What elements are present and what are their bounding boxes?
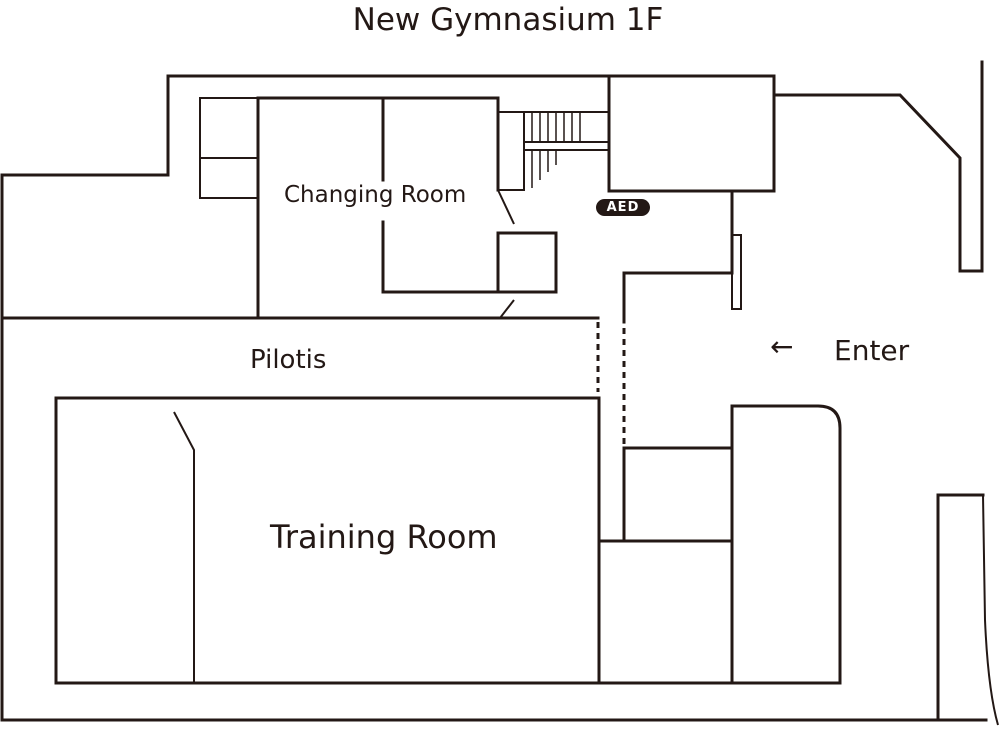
right-edge-wall xyxy=(982,494,999,726)
room-label-training-room: Training Room xyxy=(270,518,498,556)
upper-right-room xyxy=(607,74,776,193)
left-small-rooms xyxy=(199,97,258,199)
changing-room-walls xyxy=(256,96,558,320)
entry-partition xyxy=(622,189,734,324)
right-pillar xyxy=(936,493,985,722)
room-label-changing-room: Changing Room xyxy=(284,182,467,208)
training-partition xyxy=(173,411,195,683)
map-title: New Gymnasium 1F xyxy=(352,2,664,38)
ne-wall xyxy=(772,60,984,273)
left-arrow-icon: ← xyxy=(770,330,794,363)
aed-badge: AED xyxy=(596,199,650,216)
door-panel xyxy=(731,234,742,310)
stairs-treads xyxy=(531,112,581,188)
lower-right-rooms xyxy=(597,404,842,685)
room-label-pilotis: Pilotis xyxy=(250,345,327,375)
stairs-outline xyxy=(498,111,609,191)
door-swing xyxy=(499,299,515,319)
entrance-label: Enter xyxy=(834,334,910,367)
changing-door xyxy=(497,189,515,225)
small-room xyxy=(496,231,558,294)
